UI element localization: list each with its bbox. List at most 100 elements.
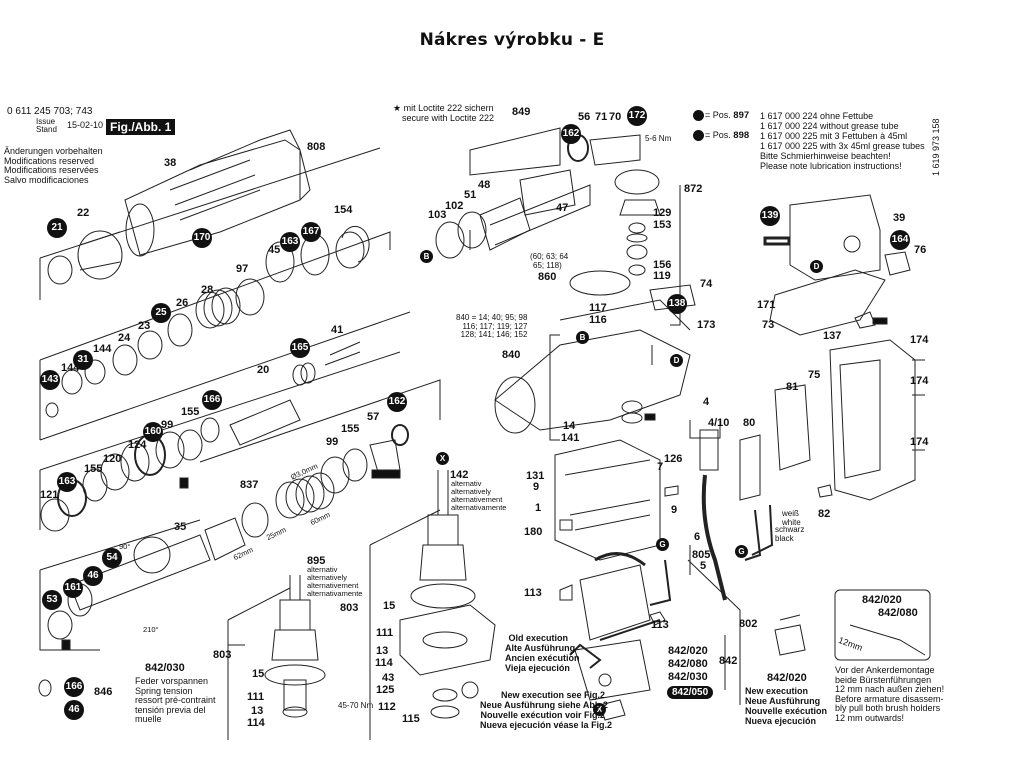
part-badge-54: 54: [102, 548, 122, 568]
part-label-180: 180: [524, 526, 543, 538]
brush-plate-old: [569, 639, 651, 721]
angle-90: 90°: [119, 542, 131, 551]
part-label-9b: 9: [671, 504, 678, 516]
pos-number: 898: [733, 130, 750, 141]
part-badge-167: 167: [301, 222, 321, 242]
part-label-860: 860: [538, 271, 557, 283]
grease-legend-row-3: = Pos. 898: [693, 130, 750, 142]
issue-label: Issue: [36, 117, 56, 126]
part-label-144b: 144: [61, 362, 80, 374]
new-exec-line: Neue Ausführung siehe Abb.2: [480, 700, 608, 710]
grease-legend-text-5: Bitte Schmierhinweise beachten!: [760, 151, 891, 161]
alt-line: alternatively: [307, 573, 348, 582]
part-label-174b: 174: [910, 375, 929, 387]
brush-line: beide Bürstenführungen: [835, 674, 932, 685]
part-label-849: 849: [512, 106, 531, 118]
part-badge-138: 138: [667, 294, 687, 314]
part-badge-143: 143: [40, 370, 60, 390]
housing-38-drawing: [124, 129, 311, 257]
part-label-846: 846: [94, 686, 113, 698]
part-label-6: 6: [694, 531, 701, 543]
kit-line: 840 = 14; 40; 95; 98: [456, 313, 528, 322]
pos-prefix: = Pos.: [705, 130, 731, 140]
grease-legend-text-3: 1 617 000 225 mit 3 Fettuben à 45ml: [760, 131, 908, 141]
brush-line: bly pull both brush holders: [835, 703, 941, 714]
part-label-842-080: 842/080: [668, 658, 708, 670]
reference-marker-b2: B: [576, 331, 589, 344]
part-label-808: 808: [307, 141, 326, 153]
part-label-895: 895: [307, 555, 326, 567]
part-label-113b: 113: [651, 619, 669, 631]
part-label-842-080c: 842/080: [878, 607, 918, 619]
old-execution-note: Old execution Alte Ausführung Ancien exé…: [505, 633, 580, 673]
reference-marker-d1: D: [670, 354, 683, 367]
loctite-en: secure with Loctite 222: [402, 112, 495, 123]
part-label-837: 837: [240, 479, 259, 491]
switch-and-cable: [699, 429, 774, 601]
part-label-125: 125: [376, 684, 395, 696]
part-label-126: 126: [664, 453, 683, 465]
alternative-895-note: alternativ alternatively alternativement…: [307, 566, 362, 598]
part-label-22: 22: [77, 207, 90, 219]
part-label-155a: 155: [181, 406, 200, 418]
part-label-99b: 99: [326, 436, 339, 448]
part-label-9a: 9: [533, 481, 540, 493]
part-label-57: 57: [367, 411, 380, 423]
part-label-20: 20: [257, 364, 270, 376]
modifications-en: Modifications reserved: [4, 155, 95, 166]
part-label-111b: 111: [376, 627, 394, 639]
gear-subset-line: 65; 118): [533, 261, 562, 270]
field-coil: [559, 552, 672, 641]
part-label-4: 4: [703, 396, 710, 408]
part-label-155b: 155: [84, 463, 103, 475]
grease-dot-icon: [693, 110, 704, 122]
wire-line: black: [775, 533, 794, 543]
new-exec-line: Neue Ausführung: [745, 696, 821, 706]
wire-line: white: [782, 517, 801, 527]
part-badge-165: 165: [290, 338, 310, 358]
part-label-803b: 803: [340, 602, 359, 614]
part-label-120: 120: [103, 453, 122, 465]
part-label-137: 137: [823, 330, 842, 342]
part-label-76: 76: [914, 244, 927, 256]
part-label-71: 71: [595, 111, 608, 123]
gear-subset-line: (60; 63; 64: [530, 252, 569, 261]
part-label-117: 117: [589, 302, 607, 314]
wire-black-note: schwarz black: [775, 525, 804, 543]
alt-line: alternativamente: [451, 503, 507, 512]
reference-marker-g2: G: [735, 545, 748, 558]
part-label-174c: 174: [910, 436, 929, 448]
part-label-114b: 114: [375, 657, 393, 669]
old-exec-line: Old execution: [508, 633, 568, 643]
part-label-153: 153: [653, 219, 672, 231]
grease-legend-text-4: 1 617 000 225 with 3x 45ml grease tubes: [760, 141, 925, 151]
part-badge-166a: 166: [202, 390, 222, 410]
reference-marker-b1: B: [420, 250, 433, 263]
part-label-141: 141: [561, 432, 580, 444]
part-label-144a: 144: [93, 343, 112, 355]
stand-label: Stand: [36, 125, 57, 134]
part-badge-31: 31: [73, 350, 93, 370]
spring-line: Spring tension: [135, 685, 193, 696]
wire-white-note: weiß white: [782, 509, 801, 527]
part-label-81: 81: [786, 381, 799, 393]
page-title: Nákres výrobku - E: [419, 30, 605, 50]
spring-line: tensión previa del: [135, 704, 206, 715]
alt-line: alternatively: [451, 487, 492, 496]
part-badge-170: 170: [192, 228, 212, 248]
kit-line: 116; 117; 119; 127: [462, 321, 528, 331]
part-label-75: 75: [808, 369, 821, 381]
part-label-842-020c: 842/020: [862, 594, 902, 606]
part-label-119: 119: [653, 270, 671, 282]
alt-line: alternativ: [451, 479, 482, 488]
part-label-15b: 15: [383, 600, 396, 612]
angle-210: 210°: [143, 625, 159, 634]
alt-line: alternativement: [307, 581, 359, 590]
part-label-156: 156: [653, 259, 672, 271]
brush-line: 12 mm outwards!: [835, 712, 905, 723]
part-label-1: 1: [535, 502, 542, 514]
document-number: 1 619 973 158: [931, 118, 941, 176]
figure-label: Fig./Abb. 1: [106, 119, 176, 135]
part-label-114a: 114: [247, 717, 265, 729]
part-label-872: 872: [684, 183, 703, 195]
